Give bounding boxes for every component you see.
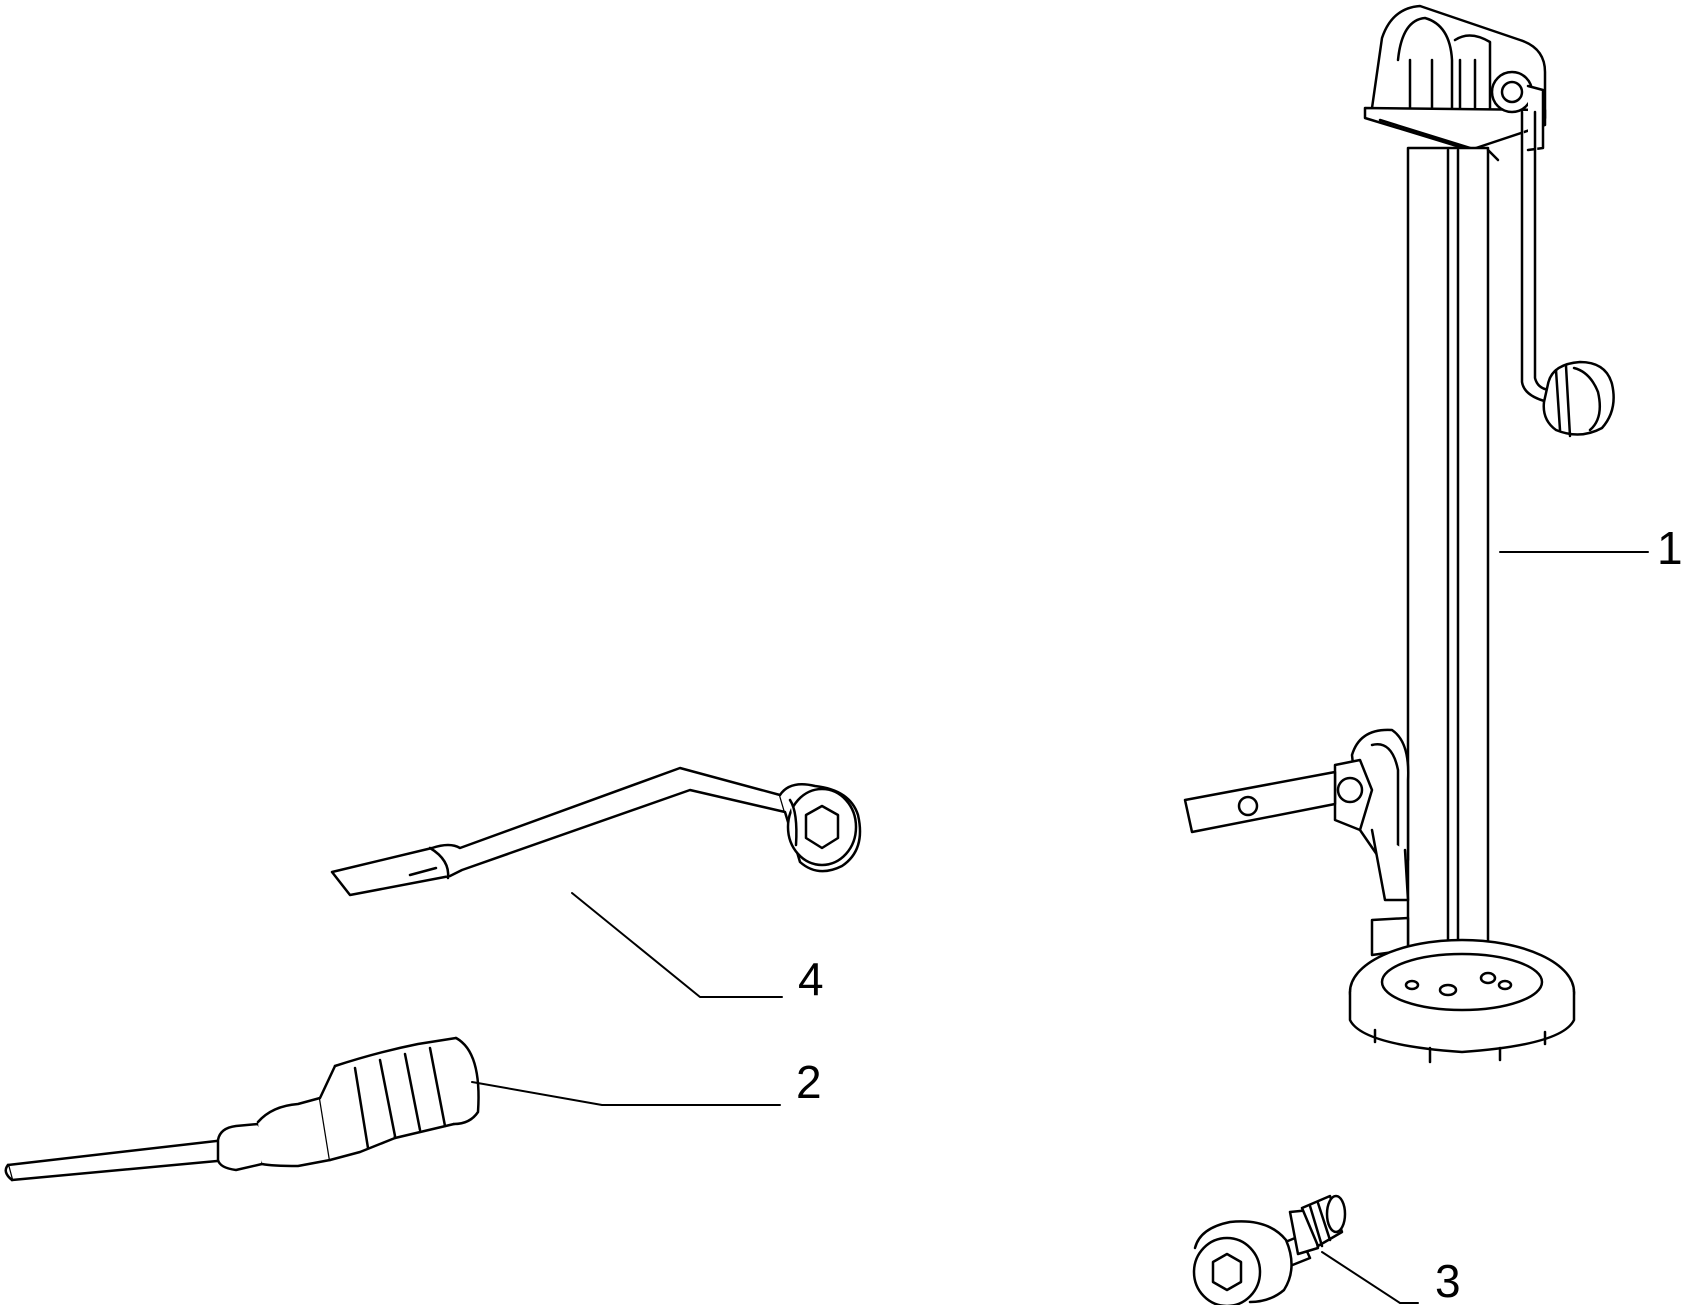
socket-adapter-illustration <box>1192 1194 1347 1305</box>
jack-illustration <box>1183 4 1615 1064</box>
callout-3: 3 <box>1435 1255 1461 1305</box>
callout-1: 1 <box>1657 522 1681 574</box>
callout-4: 4 <box>798 953 824 1005</box>
screwdriver-illustration <box>4 1036 480 1182</box>
callout-2: 2 <box>796 1056 822 1108</box>
leader-line-3 <box>1321 1251 1419 1304</box>
leader-line-4 <box>571 892 783 998</box>
wheel-wrench-illustration <box>330 766 862 897</box>
leader-line-2 <box>471 1081 781 1106</box>
